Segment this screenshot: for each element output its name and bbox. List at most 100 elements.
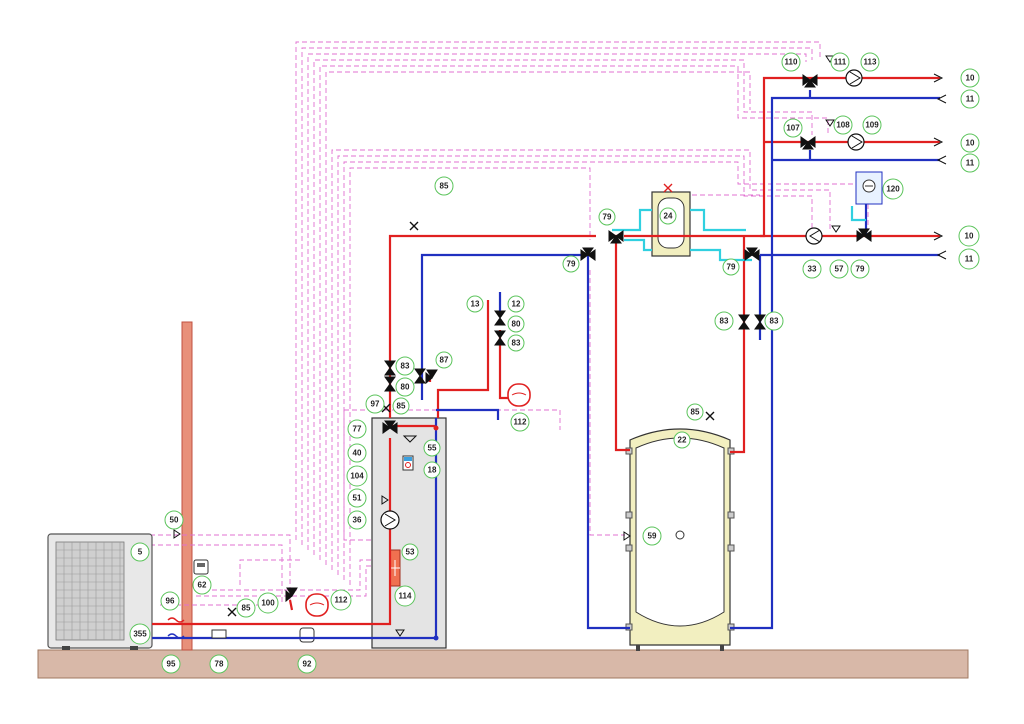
svg-text:79: 79: [856, 265, 865, 274]
svg-text:57: 57: [835, 265, 844, 274]
label-78: 78: [209, 654, 229, 674]
label-5: 5: [130, 542, 150, 562]
label-111: 111: [830, 52, 850, 72]
label-80-a: 80: [395, 377, 415, 397]
svg-text:114: 114: [399, 592, 412, 601]
label-83-c: 83: [714, 311, 734, 331]
label-83-a: 83: [395, 356, 415, 376]
pumps: [380, 69, 865, 530]
svg-text:83: 83: [770, 317, 779, 326]
label-57: 57: [829, 259, 849, 279]
label-114: 114: [394, 585, 416, 607]
svg-text:13: 13: [471, 300, 480, 309]
svg-text:62: 62: [198, 581, 207, 590]
label-113: 113: [860, 52, 880, 72]
label-10-a: 10: [960, 68, 980, 88]
svg-text:80: 80: [401, 383, 410, 392]
label-79-d: 79: [850, 259, 870, 279]
label-22: 22: [673, 431, 691, 449]
label-92: 92: [297, 654, 317, 674]
svg-text:83: 83: [512, 339, 521, 348]
buffer-loop-pipes: [612, 206, 866, 262]
svg-text:22: 22: [678, 436, 687, 445]
svg-text:24: 24: [664, 212, 673, 221]
labels: 5 50 62 96 85 100 112 355 95 78 92 114 5…: [129, 52, 980, 674]
label-77: 77: [347, 419, 367, 439]
label-112-b: 112: [510, 412, 530, 432]
svg-text:113: 113: [864, 58, 877, 67]
label-96: 96: [160, 591, 180, 611]
svg-text:120: 120: [886, 185, 900, 194]
label-59: 59: [642, 526, 662, 546]
signal-lines: [150, 41, 869, 606]
svg-text:355: 355: [133, 630, 147, 639]
svg-text:109: 109: [865, 121, 879, 130]
label-83-b: 83: [507, 334, 525, 352]
svg-text:83: 83: [401, 362, 410, 371]
svg-text:40: 40: [353, 449, 362, 458]
label-109: 109: [862, 115, 882, 135]
label-36: 36: [347, 510, 367, 530]
label-80-b: 80: [507, 315, 525, 333]
svg-text:11: 11: [966, 95, 975, 104]
label-104: 104: [346, 465, 368, 487]
label-79-c: 79: [722, 258, 740, 276]
label-107: 107: [783, 118, 803, 138]
label-62: 62: [192, 575, 212, 595]
svg-text:77: 77: [353, 425, 362, 434]
pump-113: [845, 69, 863, 87]
svg-text:79: 79: [603, 213, 612, 222]
label-24: 24: [659, 207, 677, 225]
svg-text:85: 85: [691, 408, 700, 417]
svg-text:112: 112: [335, 596, 348, 605]
svg-text:104: 104: [350, 472, 364, 481]
svg-text:11: 11: [965, 255, 974, 264]
svg-text:80: 80: [512, 320, 521, 329]
svg-text:112: 112: [514, 418, 527, 427]
label-50: 50: [164, 510, 184, 530]
svg-text:50: 50: [170, 516, 179, 525]
label-100: 100: [257, 592, 279, 614]
svg-text:79: 79: [567, 260, 576, 269]
pump-indoor: [380, 510, 400, 530]
expansion-vessel-left: [305, 593, 329, 617]
svg-text:100: 100: [261, 599, 275, 608]
svg-text:59: 59: [648, 532, 657, 541]
label-108: 108: [833, 115, 853, 135]
pump-109: [847, 133, 865, 151]
outlet-arrows: [933, 73, 947, 260]
svg-text:51: 51: [353, 494, 362, 503]
svg-text:10: 10: [966, 74, 975, 83]
label-79-b: 79: [562, 255, 580, 273]
svg-text:108: 108: [836, 121, 850, 130]
svg-text:33: 33: [808, 265, 817, 274]
svg-text:10: 10: [965, 232, 974, 241]
hydraulic-separator: [651, 191, 691, 257]
label-85-c: 85: [434, 176, 454, 196]
label-40: 40: [347, 443, 367, 463]
wall: [181, 321, 193, 651]
sensor-symbols: [167, 55, 841, 641]
floor: [37, 649, 969, 679]
label-51: 51: [347, 488, 367, 508]
label-10-c: 10: [958, 225, 980, 247]
label-95: 95: [161, 654, 181, 674]
svg-text:78: 78: [215, 660, 224, 669]
label-11-c: 11: [958, 248, 980, 270]
label-53: 53: [401, 543, 419, 561]
svg-text:85: 85: [440, 182, 449, 191]
svg-text:5: 5: [138, 548, 143, 557]
return-pipes: [152, 90, 940, 640]
label-79-a: 79: [598, 208, 616, 226]
svg-text:92: 92: [303, 660, 312, 669]
label-11-b: 11: [960, 153, 980, 173]
svg-text:87: 87: [440, 356, 449, 365]
label-83-d: 83: [764, 311, 784, 331]
svg-text:36: 36: [353, 516, 362, 525]
label-33: 33: [802, 259, 822, 279]
svg-text:79: 79: [727, 263, 736, 272]
label-355: 355: [129, 623, 151, 645]
svg-text:18: 18: [428, 466, 437, 475]
svg-text:111: 111: [834, 58, 847, 67]
